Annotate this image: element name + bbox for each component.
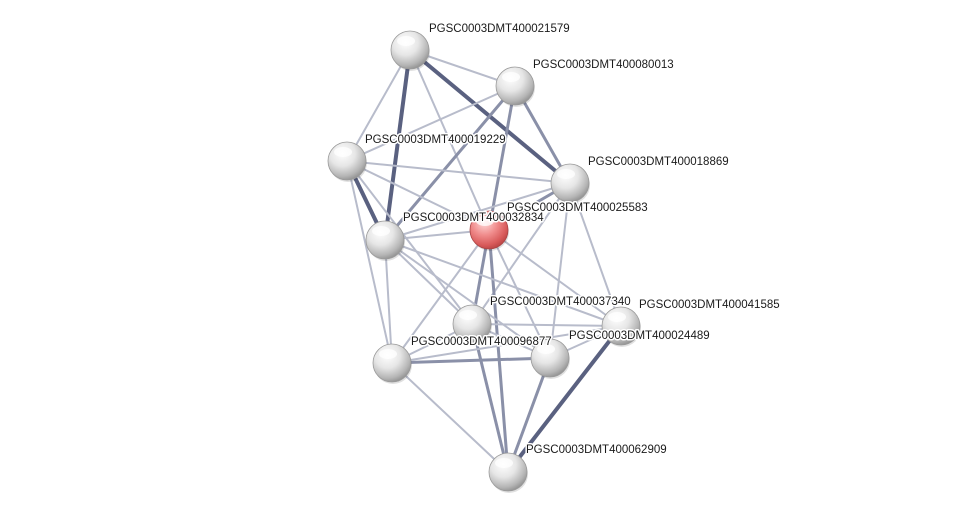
node-n96877[interactable]: [372, 343, 412, 384]
edge-n24489-n96877: [390, 356, 552, 365]
node-n80013[interactable]: [495, 66, 535, 107]
node-label-halo: PGSC0003DMT400024489: [569, 330, 710, 342]
node-label-n32834: PGSC0003DMT400032834: [403, 212, 544, 224]
node-label-n24489: PGSC0003DMT400024489: [569, 330, 710, 342]
edge-n19229-n18869: [346, 160, 571, 184]
node-label-halo: PGSC0003DMT400032834: [403, 212, 544, 224]
edge-n18869-n41585: [569, 182, 622, 327]
edges-layer: [345, 48, 623, 474]
node-highlight: [495, 458, 513, 468]
edge-n32834-n24489: [384, 239, 551, 359]
node-label-halo: PGSC0003DMT400021579: [429, 23, 570, 35]
edge-n96877-n62909: [391, 362, 509, 473]
edge-n25583-n96877: [391, 229, 490, 364]
node-label-n37340: PGSC0003DMT400037340: [490, 296, 631, 308]
node-label-halo: PGSC0003DMT400096877: [411, 336, 552, 348]
edge-n21579-n19229: [346, 49, 411, 162]
edge-n19229-n25583: [346, 160, 490, 231]
node-n19229[interactable]: [327, 141, 367, 182]
node-highlight: [379, 349, 397, 359]
node-label-n18869: PGSC0003DMT400018869: [588, 156, 729, 168]
edge-n32834-n37340: [384, 239, 473, 325]
node-label-halo: PGSC0003DMT400025583: [507, 202, 648, 214]
edge-n25583-n24489: [488, 229, 551, 359]
edge-n25583-n62909: [487, 228, 510, 474]
node-highlight: [397, 36, 415, 46]
edge-n18869-n24489: [549, 182, 571, 359]
edge-n80013-n19229: [346, 85, 516, 162]
edge-n21579-n25583: [409, 49, 490, 231]
edge-n19229-n96877: [346, 160, 393, 364]
node-highlight: [459, 310, 477, 320]
node-highlight: [476, 216, 494, 226]
node-n25583[interactable]: [469, 210, 509, 251]
node-label-n80013: PGSC0003DMT400080013: [533, 59, 674, 71]
node-n41585[interactable]: [601, 306, 641, 347]
node-n37340[interactable]: [452, 304, 492, 345]
node-highlight: [334, 147, 352, 157]
node-label-n96877: PGSC0003DMT400096877: [411, 336, 552, 348]
edge-n32834-n41585: [384, 239, 622, 327]
node-label-halo: PGSC0003DMT400062909: [526, 444, 667, 456]
node-label-n62909: PGSC0003DMT400062909: [526, 444, 667, 456]
node-highlight: [557, 169, 575, 179]
edge-n41585-n62909: [506, 324, 623, 474]
node-highlight: [372, 226, 390, 236]
node-label-n41585: PGSC0003DMT400041585: [639, 299, 780, 311]
edge-n37340-n41585: [471, 323, 622, 327]
node-label-halo: PGSC0003DMT400080013: [533, 59, 674, 71]
edge-n32834-n96877: [384, 239, 393, 364]
node-label-n19229: PGSC0003DMT400019229: [365, 134, 506, 146]
node-label-halo: PGSC0003DMT400019229: [365, 134, 506, 146]
edge-n19229-n37340: [346, 160, 473, 325]
node-n24489[interactable]: [530, 338, 570, 379]
node-label-halo: PGSC0003DMT400018869: [588, 156, 729, 168]
node-label-halo: PGSC0003DMT400037340: [490, 296, 631, 308]
node-n62909[interactable]: [488, 452, 528, 493]
nodes-layer: [327, 30, 641, 493]
edge-n18869-n32834: [384, 182, 571, 241]
node-n18869[interactable]: [550, 163, 590, 204]
node-label-halo: PGSC0003DMT400041585: [639, 299, 780, 311]
node-highlight: [608, 312, 626, 322]
edge-n24489-n62909: [506, 356, 552, 474]
edge-n25583-n41585: [488, 229, 622, 327]
node-highlight: [537, 344, 555, 354]
node-label-n21579: PGSC0003DMT400021579: [429, 23, 570, 35]
edge-n41585-n96877: [391, 325, 622, 364]
node-highlight: [502, 72, 520, 82]
edge-n80013-n32834: [383, 84, 517, 242]
labels-layer: PGSC0003DMT400021579PGSC0003DMT400021579…: [364, 22, 782, 458]
node-n32834[interactable]: [365, 220, 405, 261]
node-n21579[interactable]: [390, 30, 430, 71]
edge-n21579-n32834: [383, 48, 412, 242]
node-label-n25583: PGSC0003DMT400025583: [507, 202, 648, 214]
